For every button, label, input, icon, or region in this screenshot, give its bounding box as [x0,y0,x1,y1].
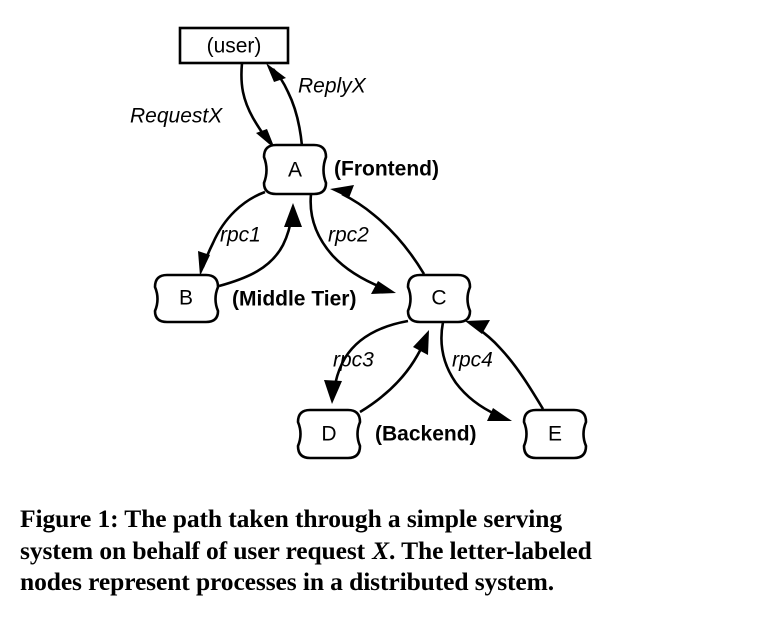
edge-rpc1-arrowhead [198,251,210,276]
node-user-shape [178,26,290,65]
node-d-shape [296,408,362,460]
node-d-label: D [321,423,336,446]
edge-rpc4-reply [465,320,545,410]
edge-rpc2: rpc2 [309,193,396,294]
edge-rpc2-reply-arrowhead [330,185,354,198]
edge-rpc2-label: rpc2 [328,224,369,247]
caption-line-2-text: system on behalf of user request [20,535,366,565]
node-e[interactable]: E [522,408,588,460]
serving-system-diagram: RequestX ReplyX rpc1 rpc2 [130,26,588,460]
edge-rpc4-label: rpc4 [452,349,493,372]
edge-rpc2-path [309,193,384,290]
node-user[interactable]: (user) [178,26,290,65]
node-a-label: A [288,159,302,182]
edge-rpc3-arrowhead [324,380,342,404]
node-b[interactable]: B [153,273,220,324]
caption-variable-x: X [372,535,389,565]
node-d[interactable]: D [296,408,362,460]
node-a[interactable]: A [262,143,328,196]
edge-rpc3-reply-arrowhead [413,330,429,355]
node-user-label: (user) [207,35,262,58]
edge-rpc1: rpc1 [198,190,266,276]
edge-rpc2-reply [330,185,426,275]
edge-rpc1-reply [218,203,302,288]
node-e-label: E [548,423,562,446]
edge-request-x-arrowhead [256,129,275,149]
tier-label-backend: (Backend) [375,423,477,446]
node-c[interactable]: C [406,273,472,324]
edge-rpc4-path [440,321,498,417]
caption-line-3: nodes represent processes in a distribut… [20,567,555,596]
figure-caption: Figure 1: The path taken through a simpl… [20,503,738,598]
edge-rpc1-reply-arrowhead [284,203,302,227]
node-a-shape [262,143,328,196]
edge-rpc2-arrowhead [371,281,396,294]
tier-label-frontend: (Frontend) [334,158,439,181]
edge-reply-x: ReplyX [266,63,367,147]
edge-reply-x-label: ReplyX [298,75,367,98]
edge-rpc4: rpc4 [440,321,512,421]
edge-rpc3: rpc3 [324,319,409,404]
node-c-shape [406,273,472,324]
edge-rpc4-arrowhead [487,408,512,421]
edge-request-x-label: RequestX [130,105,223,128]
edge-rpc4-reply-arrowhead [465,320,490,334]
edge-rpc3-reply [359,330,429,414]
node-e-shape [522,408,588,460]
edge-rpc3-label: rpc3 [333,349,374,372]
caption-line-2-tail: . The letter-labeled [388,535,592,565]
edge-reply-x-arrowhead [266,63,286,82]
edge-rpc2-reply-path [341,192,426,275]
node-b-label: B [179,287,193,310]
node-b-shape [153,273,220,324]
node-c-label: C [431,287,446,310]
edge-rpc4-reply-path [476,326,545,410]
edge-rpc1-label: rpc1 [220,224,261,247]
edge-request-x: RequestX [130,62,275,149]
caption-line-1: Figure 1: The path taken through a simpl… [20,504,562,533]
tier-label-middle-tier: (Middle Tier) [232,288,356,311]
